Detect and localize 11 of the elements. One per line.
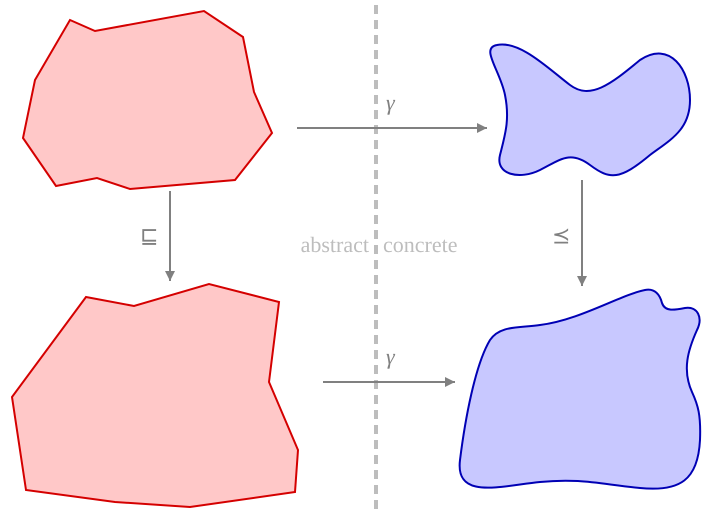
polygon-shape xyxy=(23,11,272,189)
arrow xyxy=(577,180,587,286)
arrow xyxy=(165,191,175,281)
arrow xyxy=(323,377,455,387)
edge-label: γ xyxy=(386,346,395,368)
edge-label: γ xyxy=(386,92,395,114)
polygon-shape xyxy=(12,284,298,507)
arrow xyxy=(297,123,487,133)
edge-label: ⪯ xyxy=(552,225,570,247)
edge-label: ⊑ xyxy=(140,225,158,247)
blob-shape xyxy=(458,289,701,492)
